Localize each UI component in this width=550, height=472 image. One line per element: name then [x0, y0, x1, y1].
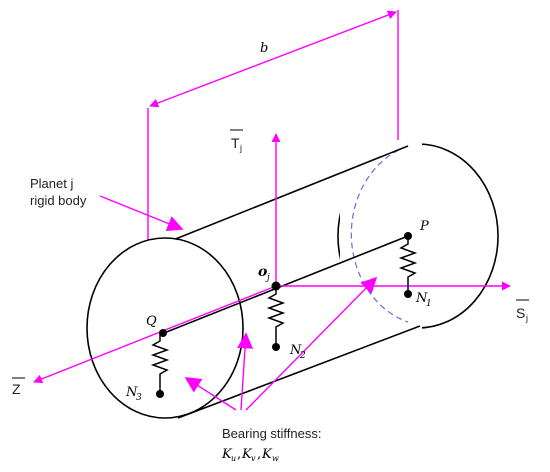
- svg-text:T: T: [231, 135, 240, 151]
- svg-text:,: ,: [257, 447, 261, 462]
- dimension-b-arrow: [149, 10, 397, 108]
- label-P: P: [419, 219, 429, 234]
- spring-Q: [150, 333, 170, 393]
- pointer-arrows: [99, 195, 378, 411]
- shaft-axis: [163, 235, 409, 334]
- svg-text:j: j: [239, 143, 242, 153]
- bearing-pointer-2: [237, 332, 254, 411]
- node-N1: [404, 290, 412, 298]
- axis-Z-label: Z: [12, 377, 25, 397]
- node-P: [404, 232, 412, 240]
- spring-O: [266, 286, 286, 346]
- svg-text:w: w: [272, 454, 279, 463]
- label-N1: N 1: [415, 291, 432, 309]
- label-N2: N 2: [289, 343, 306, 361]
- svg-text:N: N: [289, 343, 302, 358]
- node-Q: [159, 329, 167, 337]
- axis-S-label: S j: [516, 299, 529, 323]
- spring-P: [398, 236, 418, 293]
- label-O: o j: [258, 264, 270, 283]
- bearing-pointer-1: [184, 377, 237, 411]
- svg-text:K: K: [241, 447, 253, 462]
- cylinder-top-edge: [167, 145, 409, 243]
- svg-text:Z: Z: [12, 381, 21, 397]
- node-N2: [272, 343, 280, 351]
- svg-text:S: S: [516, 305, 525, 321]
- svg-text:j: j: [525, 313, 528, 323]
- bearing-label-title: Bearing stiffness:: [222, 426, 321, 441]
- svg-text:3: 3: [136, 393, 142, 403]
- dimension-b-label: b: [260, 41, 268, 56]
- springs: [150, 236, 418, 393]
- svg-text:N: N: [125, 385, 138, 400]
- nodes: [156, 232, 412, 398]
- bearing-label-values: K u , K v , K w: [221, 447, 279, 463]
- svg-text:K: K: [221, 447, 233, 462]
- svg-text:N: N: [415, 291, 428, 306]
- label-Q: Q: [146, 314, 157, 329]
- svg-text:o: o: [258, 264, 267, 280]
- bearing-pointer-3: [245, 276, 378, 411]
- svg-text:,: ,: [237, 447, 241, 462]
- cylinder-hidden-edge: [350, 145, 409, 323]
- axis-Z: [33, 285, 277, 384]
- svg-text:1: 1: [426, 299, 432, 309]
- axis-T-label: T j: [230, 129, 243, 153]
- svg-text:u: u: [231, 454, 236, 463]
- svg-text:j: j: [265, 273, 270, 283]
- label-N3: N 3: [125, 385, 142, 403]
- coordinate-axes: [33, 133, 511, 384]
- cylinder-body: [86, 140, 499, 419]
- svg-text:K: K: [261, 447, 273, 462]
- cylinder-front-face: [86, 237, 244, 419]
- node-O: [271, 281, 281, 291]
- planet-label-line2: rigid body: [30, 193, 87, 208]
- svg-text:2: 2: [299, 351, 306, 361]
- planet-label-line1: Planet j: [30, 176, 73, 191]
- planet-pointer: [99, 195, 184, 232]
- node-N3: [156, 390, 164, 398]
- dimension-b-frame: [147, 10, 399, 248]
- svg-text:v: v: [251, 454, 256, 463]
- cylinder-bottom-edge: [177, 325, 421, 419]
